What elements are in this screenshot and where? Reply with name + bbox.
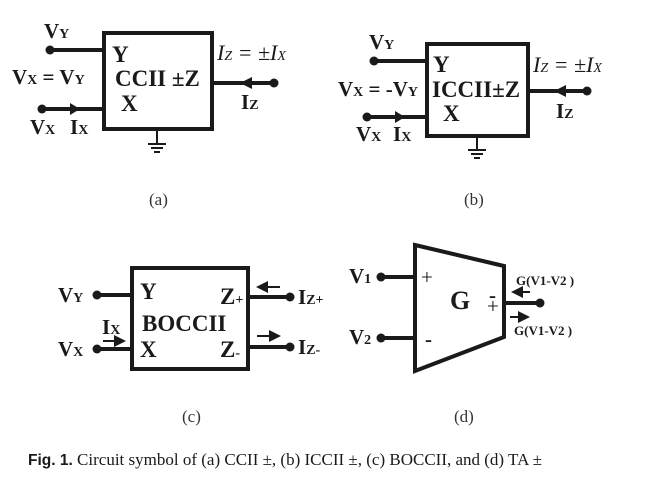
- izplus-label: IZ+: [298, 285, 324, 309]
- v1-terminal-node: [376, 272, 386, 282]
- figure-caption-text: Circuit symbol of (a) CCII ±, (b) ICCII …: [72, 450, 542, 469]
- z-terminal-node: [582, 86, 592, 96]
- vx-label: VX: [356, 122, 381, 146]
- iz-arrow-icon: [554, 85, 566, 97]
- minus-input-sign: -: [425, 327, 432, 351]
- v2-terminal-node: [376, 333, 386, 343]
- ta-trapezoid: [413, 242, 506, 374]
- port-x-label: X: [140, 337, 157, 362]
- port-zplus-label: Z+: [220, 284, 243, 309]
- boccii-block: [130, 266, 250, 371]
- y-terminal-node: [45, 45, 55, 55]
- vx-label: VX: [30, 115, 55, 139]
- v2-label: V2: [349, 325, 371, 349]
- zminus-terminal-node: [285, 342, 295, 352]
- plus-output-sign: +: [487, 294, 499, 318]
- z-terminal-node: [269, 78, 279, 88]
- port-y-label: Y: [140, 279, 157, 304]
- iz-equation: IZ = ±IX: [532, 52, 602, 77]
- block-name: CCII ±Z: [115, 66, 200, 91]
- zplus-terminal-node: [285, 292, 295, 302]
- ground-icon: [148, 129, 166, 153]
- block-name: ICCII±Z: [432, 77, 520, 102]
- output-current-bottom-label: G(V1-V2 ): [514, 323, 572, 338]
- vy-label: VY: [369, 30, 394, 54]
- iz-label: IZ: [556, 99, 574, 123]
- iz-label: IZ: [241, 90, 259, 114]
- ix-arrow-icon: [70, 103, 80, 115]
- v1-label: V1: [349, 264, 371, 288]
- panel-b-iccii: VY VX = -VY VX IX Y ICCII±Z X IZ IZ = ±I…: [338, 30, 602, 209]
- figure-label: Fig. 1.: [28, 452, 73, 469]
- panel-a-ccii: VY VX = VY VX IX Y CCII ±Z X IZ IZ = ±IX…: [12, 19, 286, 209]
- izminus-label: IZ-: [298, 335, 321, 359]
- figure-caption: Fig. 1. Circuit symbol of (a) CCII ±, (b…: [28, 450, 542, 470]
- ix-label: IX: [70, 115, 88, 139]
- ix-label: IX: [102, 315, 120, 339]
- output-terminal-node: [535, 298, 545, 308]
- ix-label: IX: [393, 122, 411, 146]
- output-current-top-label: G(V1-V2 ): [516, 273, 574, 288]
- x-terminal-node: [37, 104, 47, 114]
- x-terminal-node: [92, 344, 102, 354]
- y-terminal-node: [92, 290, 102, 300]
- ix-arrow-icon: [395, 111, 405, 123]
- panel-d-ta: V1 V2 + - G - + G(V1-V2 ) G(V1-V2 ) (d): [349, 242, 574, 426]
- x-terminal-node: [362, 112, 372, 122]
- block-name: BOCCII: [142, 311, 226, 336]
- panel-c-tag: (c): [182, 407, 201, 426]
- iccii-block: [425, 42, 530, 138]
- gain-label: G: [450, 286, 470, 315]
- iz-equation: IZ = ±IX: [216, 40, 286, 65]
- ground-icon: [468, 136, 486, 159]
- vy-label: VY: [58, 283, 83, 307]
- panel-b-tag: (b): [464, 190, 484, 209]
- vx-label: VX: [58, 337, 83, 361]
- vx-vy-relation: VX = -VY: [338, 77, 418, 101]
- port-y-label: Y: [433, 52, 450, 77]
- panel-a-tag: (a): [149, 190, 168, 209]
- vy-label: VY: [44, 19, 69, 43]
- panel-d-tag: (d): [454, 407, 474, 426]
- vx-vy-relation: VX = VY: [12, 65, 85, 89]
- panel-c-boccii: VY VX IX Y BOCCII X Z+ Z- IZ+ IZ- (c): [58, 266, 324, 426]
- plus-input-sign: +: [421, 265, 433, 289]
- port-zminus-label: Z-: [220, 337, 240, 362]
- port-y-label: Y: [112, 42, 129, 67]
- minus-output-sign: -: [489, 283, 496, 307]
- y-terminal-node: [369, 56, 379, 66]
- port-x-label: X: [443, 101, 460, 126]
- port-x-label: X: [121, 91, 138, 116]
- iz-arrow-icon: [240, 77, 252, 89]
